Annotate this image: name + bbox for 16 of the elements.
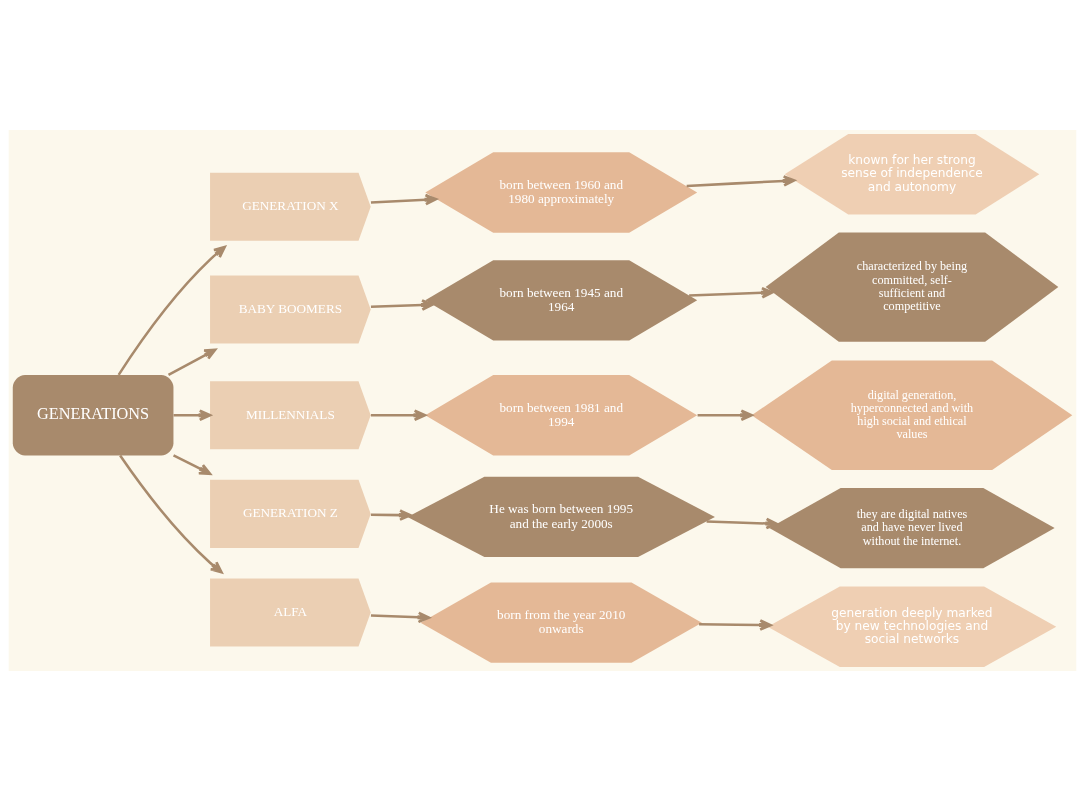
arrow — [686, 174, 796, 187]
arrow — [370, 193, 438, 205]
arrow — [699, 618, 772, 631]
arrow — [119, 454, 223, 573]
arrow — [370, 298, 434, 311]
arrow — [689, 286, 774, 299]
arrow — [370, 508, 412, 521]
arrow — [173, 408, 212, 421]
arrow — [167, 347, 217, 376]
arrow — [172, 453, 212, 475]
node-box: GENERATIONS — [12, 374, 174, 455]
arrow — [370, 408, 427, 421]
arrow — [117, 245, 226, 376]
arrow — [706, 517, 779, 529]
arrow — [370, 611, 431, 623]
arrow — [697, 408, 753, 421]
